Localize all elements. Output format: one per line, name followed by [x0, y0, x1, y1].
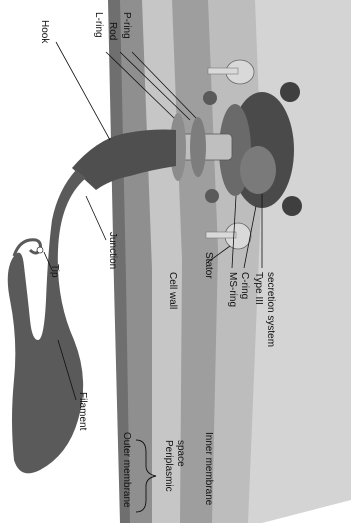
tip-label: Tip [49, 264, 60, 278]
type3-secretion-shape [240, 146, 276, 194]
stator-top-rod [208, 68, 238, 74]
inner-membrane-label: Inner membrane [203, 432, 214, 506]
type3-label-line1: Type III [253, 272, 264, 305]
type3-label-line2: secretion system [265, 272, 276, 347]
junction-label: Junction [107, 232, 118, 269]
periplasmic-label-line1: Periplasmic [163, 440, 174, 492]
rod-label: Rod [107, 22, 118, 40]
tip-marker [37, 247, 43, 253]
p-ring-shape [190, 117, 206, 177]
motor-protein-4 [282, 196, 302, 216]
periplasmic-label-line2: space [175, 440, 186, 467]
filament-label: Filament [77, 392, 88, 431]
stator-label: Stator [203, 252, 214, 279]
p-ring-label: P-ring [121, 12, 132, 39]
l-ring-label: L-ring [93, 12, 104, 38]
motor-protein-3 [280, 82, 300, 102]
c-ring-label: C-ring [239, 272, 250, 299]
hook-label: Hook [39, 20, 50, 44]
cell-wall-label: Cell wall [167, 272, 178, 309]
motor-protein-2 [205, 189, 219, 203]
outer-membrane-label: Outer membrane [121, 432, 132, 508]
stator-bottom-rod [206, 232, 236, 238]
motor-protein-1 [203, 91, 217, 105]
ms-ring-label: MS-ring [227, 272, 238, 307]
